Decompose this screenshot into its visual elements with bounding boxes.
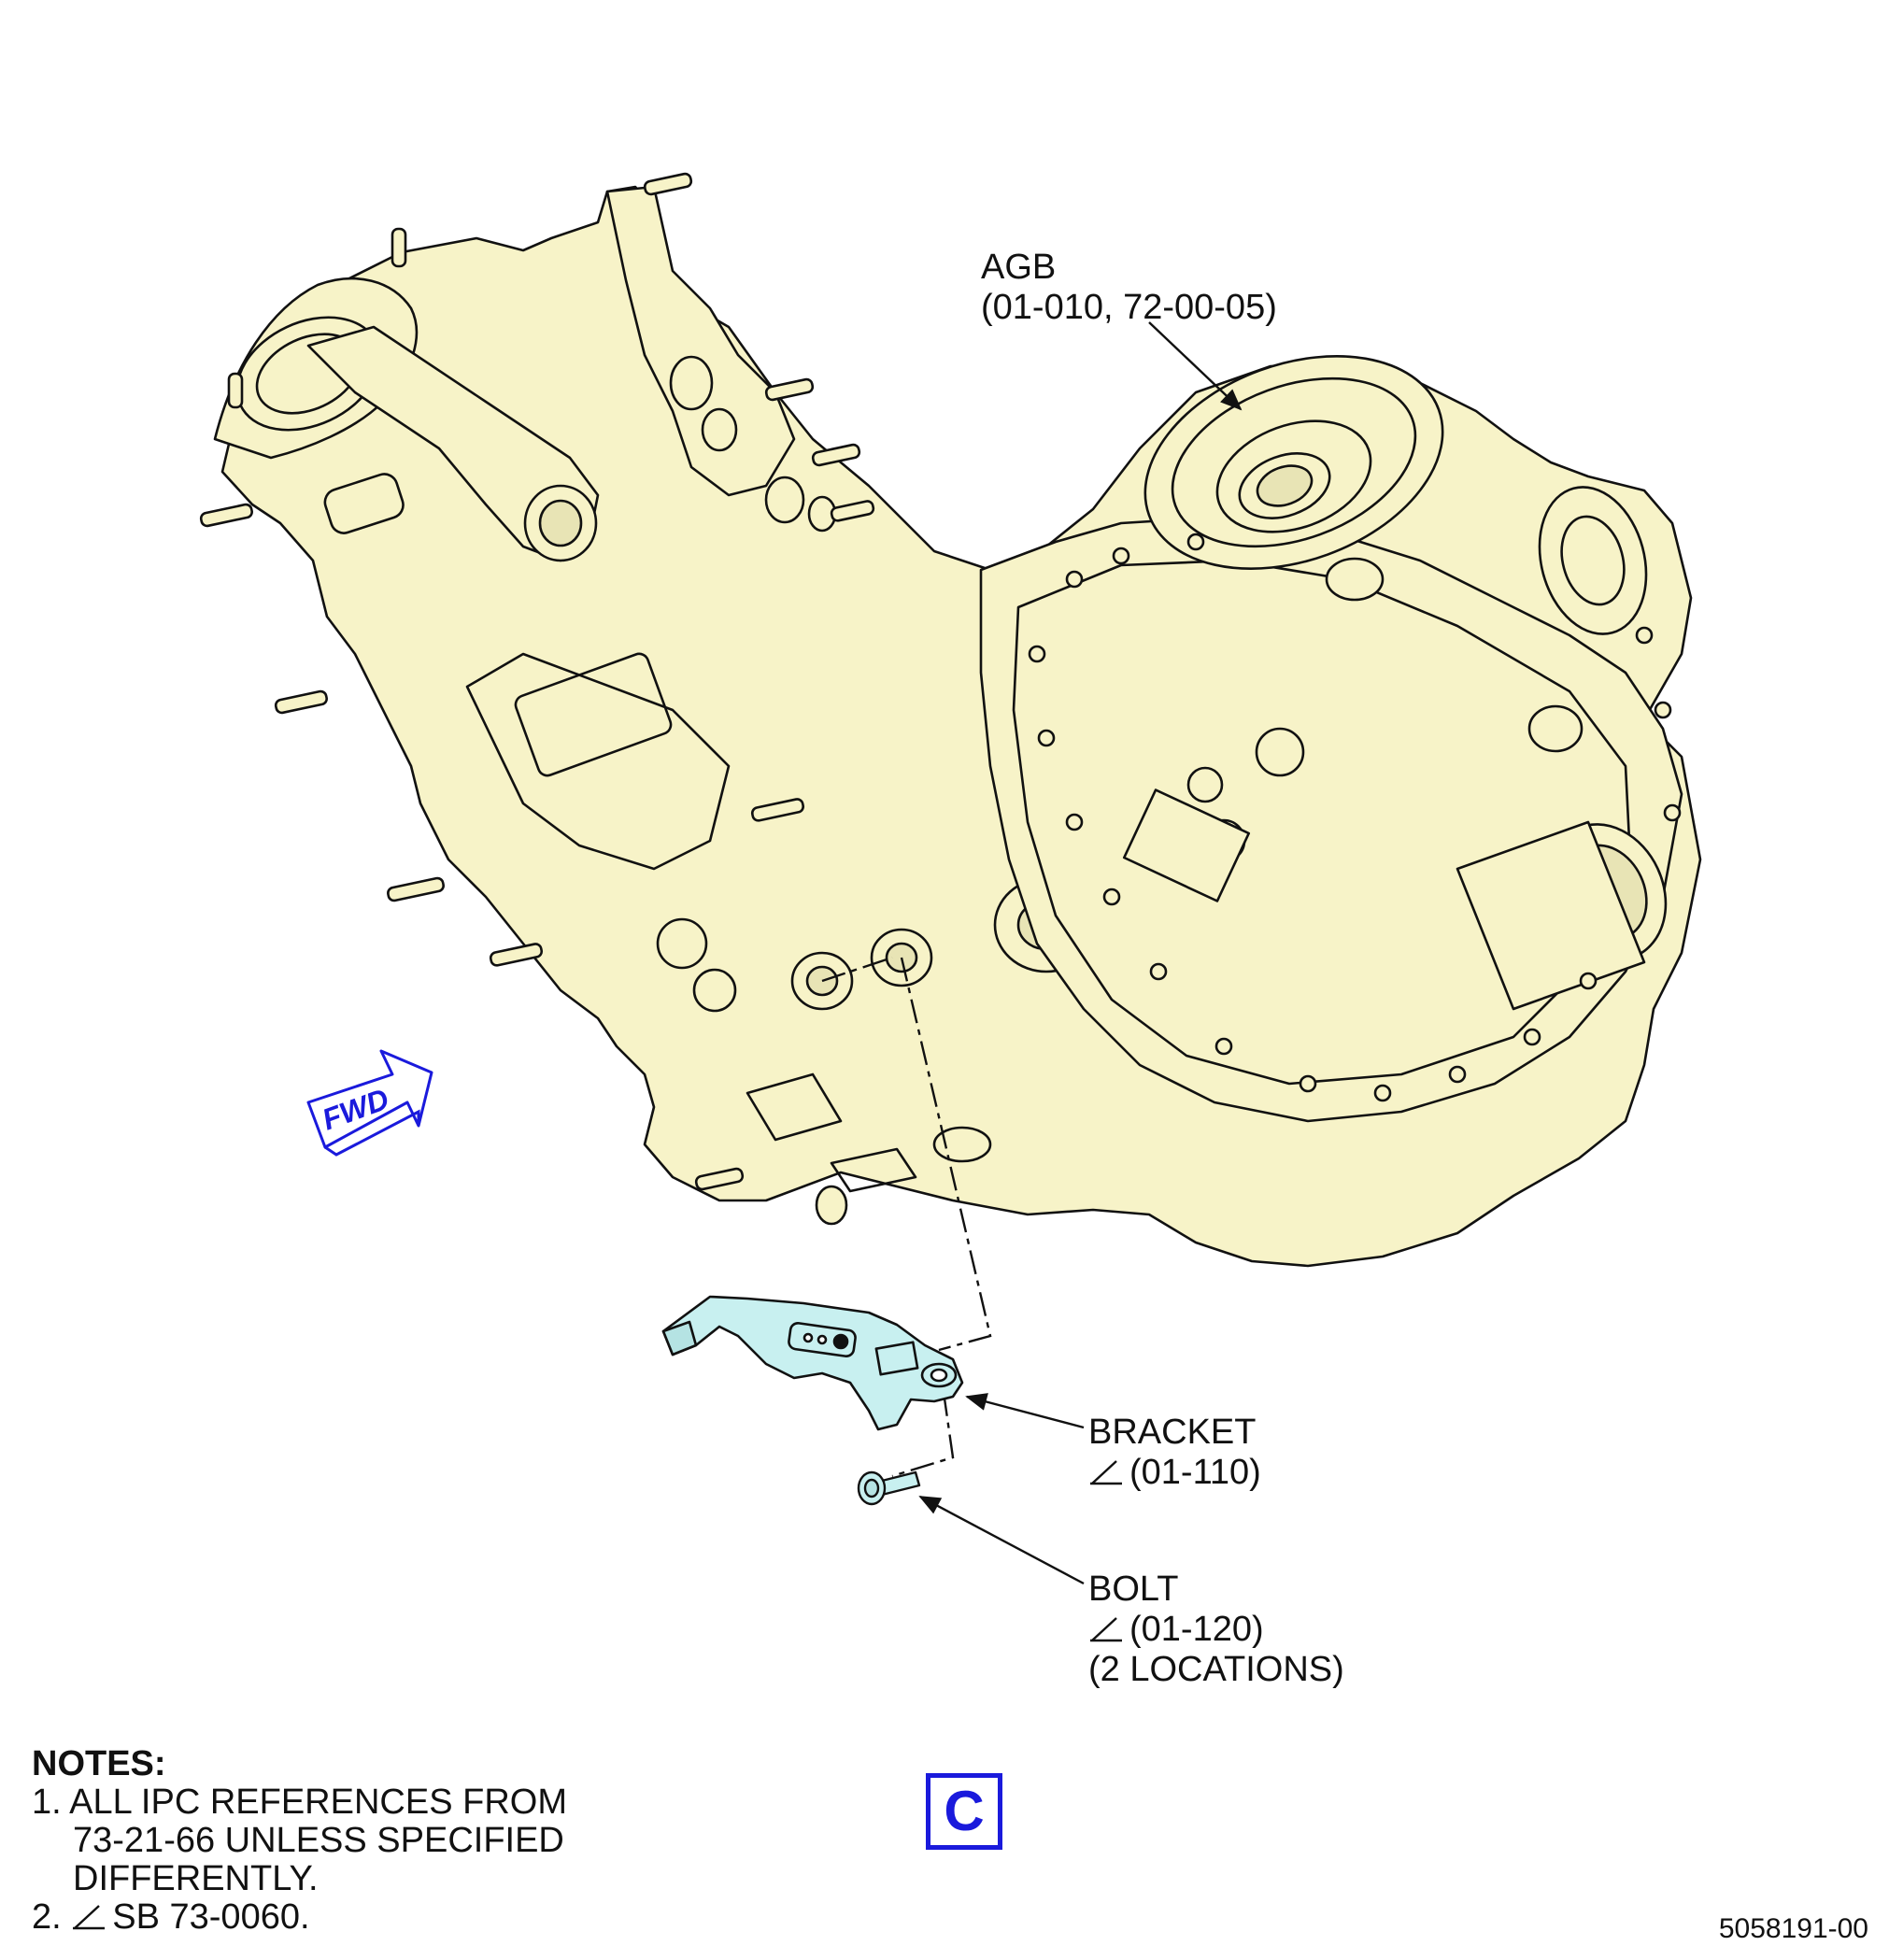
bracket-part <box>661 1295 964 1431</box>
effectivity-triangle-icon <box>1090 1460 1122 1485</box>
notes-block: NOTES: 1. ALL IPC REFERENCES FROM 73-21-… <box>32 1745 567 1937</box>
bracket-callout-ref: (01-110) <box>1129 1453 1261 1492</box>
bracket-callout: BRACKET (01-110) <box>1088 1413 1261 1493</box>
figure-number: 5058191-00 <box>1718 1913 1868 1944</box>
bracket-callout-name: BRACKET <box>1088 1413 1257 1452</box>
note-1-line-2: 73-21-66 UNLESS SPECIFIED <box>73 1821 564 1860</box>
note-1-line-3: DIFFERENTLY. <box>73 1859 319 1898</box>
agb-callout-ref: (01-010, 72-00-05) <box>981 288 1277 327</box>
agb-housing <box>199 172 1702 1268</box>
fwd-arrow-icon: FWD <box>306 1049 433 1157</box>
exploded-view-centerlines <box>821 956 992 1478</box>
effectivity-triangle-icon <box>73 1905 106 1930</box>
bolt-callout-ref: (01-120) <box>1129 1610 1264 1649</box>
agb-callout: AGB (01-010, 72-00-05) <box>981 248 1277 328</box>
note-1-number: 1. <box>32 1782 62 1822</box>
bolt-callout-name: BOLT <box>1088 1569 1179 1609</box>
note-2-number: 2. <box>32 1897 62 1937</box>
note-2-text: SB 73-0060. <box>112 1897 310 1937</box>
bolt-callout: BOLT (01-120) (2 LOCATIONS) <box>1088 1569 1344 1690</box>
bolt-part <box>857 1470 921 1506</box>
note-1: 1. ALL IPC REFERENCES FROM <box>32 1783 567 1822</box>
note-1-line-1: ALL IPC REFERENCES FROM <box>69 1782 567 1822</box>
leader-lines <box>918 321 1243 1585</box>
note-2: 2. SB 73-0060. <box>32 1898 567 1937</box>
agb-callout-name: AGB <box>981 248 1057 287</box>
notes-heading: NOTES: <box>32 1744 166 1783</box>
sheet-letter-box: C <box>926 1773 1002 1850</box>
bolt-callout-qty: (2 LOCATIONS) <box>1088 1650 1344 1689</box>
effectivity-triangle-icon <box>1090 1617 1122 1642</box>
